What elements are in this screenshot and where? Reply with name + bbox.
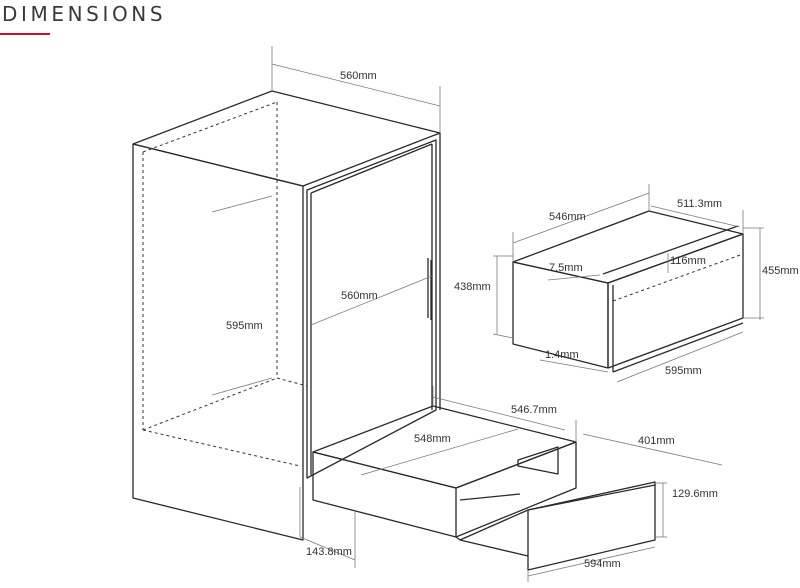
drawer-dimension-lines bbox=[299, 386, 723, 582]
cabinet-height-label: 595mm bbox=[226, 320, 263, 332]
drawer-inner-width-label: 548mm bbox=[414, 433, 451, 445]
oven-hidden-lines bbox=[612, 253, 744, 302]
drawer-side-height-label: 143.8mm bbox=[306, 546, 352, 558]
oven-outline bbox=[512, 210, 744, 373]
oven-inset-height-label: 116mm bbox=[670, 255, 706, 267]
oven-total-height-label: 455mm bbox=[762, 265, 799, 277]
oven-bottom-gap-label: 1.4mm bbox=[545, 349, 579, 361]
title-accent-line bbox=[0, 33, 50, 35]
oven-dimension-lines bbox=[492, 184, 764, 383]
cabinet-outline bbox=[132, 90, 441, 541]
oven-front-width-label: 595mm bbox=[665, 365, 702, 377]
drawer-outline bbox=[312, 405, 656, 571]
oven-side-offset-label: 7.5mm bbox=[549, 262, 583, 274]
oven-body-height-label: 438mm bbox=[454, 281, 491, 293]
drawer-front-width-label: 594mm bbox=[584, 558, 621, 570]
drawer-front-height-label: 129.6mm bbox=[672, 488, 718, 500]
cabinet-top-width-label: 560mm bbox=[340, 70, 377, 82]
drawer-outer-width-label: 546.7mm bbox=[511, 404, 557, 416]
drawer-depth-label: 401mm bbox=[638, 435, 675, 447]
oven-depth-label: 511.3mm bbox=[677, 198, 722, 210]
cabinet-inner-width-label: 560mm bbox=[341, 290, 378, 302]
page-title: DIMENSIONS bbox=[2, 2, 167, 26]
oven-width-label: 546mm bbox=[549, 211, 586, 223]
cabinet-hidden-lines bbox=[142, 101, 308, 467]
cabinet-dimension-lines bbox=[211, 46, 441, 396]
